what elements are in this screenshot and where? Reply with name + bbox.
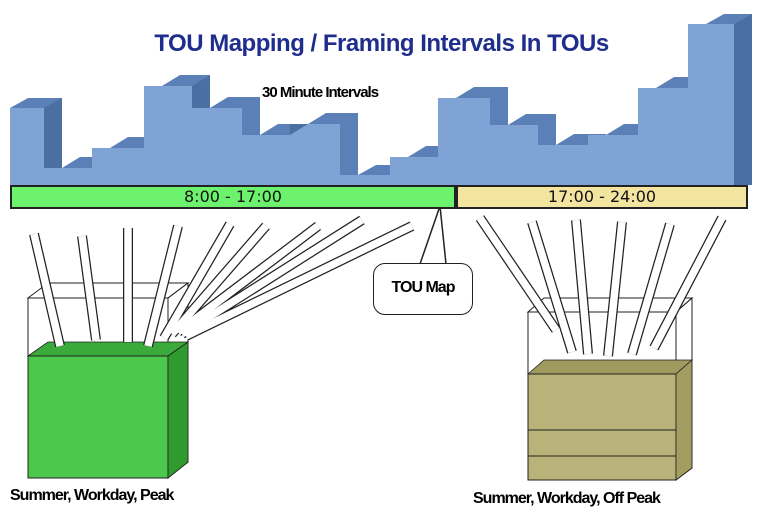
peak-bucket-caption: Summer, Workday, Peak	[10, 487, 174, 504]
peak-arrows	[29, 215, 415, 348]
page-title: TOU Mapping / Framing Intervals In TOUs	[154, 30, 609, 57]
interval-bars-frontface	[10, 24, 734, 185]
offpeak-time-band: 17:00 - 24:00	[456, 185, 748, 209]
interval-bars	[10, 14, 752, 185]
callout-pointer	[419, 205, 447, 265]
intervals-label: 30 Minute Intervals	[262, 84, 379, 101]
offpeak-arrows	[475, 215, 727, 357]
peak-time-band: 8:00 - 17:00	[10, 185, 456, 209]
offpeak-bucket-caption: Summer, Workday, Off Peak	[473, 490, 661, 507]
tou-map-callout: TOU Map	[373, 263, 473, 315]
offpeak-bucket	[526, 296, 694, 481]
